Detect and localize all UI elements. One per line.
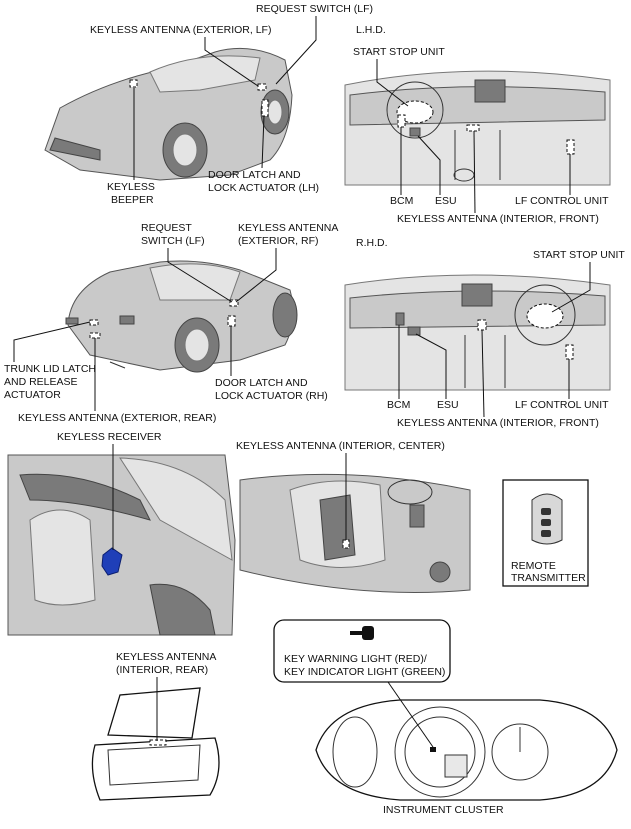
door-latch-lh-marker: [261, 99, 269, 117]
start-stop-unit-lhd-marker: [396, 100, 434, 124]
label-remote-transmitter-2: TRANSMITTER: [511, 572, 586, 584]
key-warning-callout-box: [273, 619, 451, 683]
label-trunk-lid-3: ACTUATOR: [4, 389, 61, 401]
label-keyless-antenna-ext-rf-2: (EXTERIOR, RF): [238, 235, 319, 247]
label-start-stop-unit-lhd: START STOP UNIT: [353, 46, 445, 58]
trunk-lid-latch-marker: [89, 319, 99, 326]
label-keyless-beeper-2: BEEPER: [111, 194, 154, 206]
exterior-antenna-lf-marker: [257, 83, 267, 91]
door-latch-rh-marker: [227, 315, 236, 327]
label-lf-control-unit-rhd: LF CONTROL UNIT: [515, 399, 609, 411]
fob-unlock-button: [541, 519, 551, 526]
keyless-receiver-highlight: [101, 547, 123, 576]
key-warning-icon: [362, 626, 374, 640]
interior-rear-antenna-marker: [149, 739, 167, 746]
bcm-rhd-marker: [395, 312, 405, 326]
label-trunk-lid-2: AND RELEASE: [4, 376, 78, 388]
lf-control-unit-rhd-marker: [565, 344, 574, 360]
car-rear-right-view: [65, 260, 298, 373]
label-bcm-rhd: BCM: [387, 399, 410, 411]
label-keyless-beeper-1: KEYLESS: [107, 181, 155, 193]
label-bcm-lhd: BCM: [390, 195, 413, 207]
label-door-latch-lh-1: DOOR LATCH AND: [208, 169, 301, 181]
interior-center-antenna-marker: [342, 539, 350, 549]
start-stop-unit-rhd-marker: [526, 303, 564, 329]
keyless-beeper-marker: [129, 79, 138, 88]
label-keyless-antenna-int-front-lhd: KEYLESS ANTENNA (INTERIOR, FRONT): [397, 213, 599, 225]
label-keyless-receiver: KEYLESS RECEIVER: [57, 431, 162, 443]
label-keyless-antenna-ext-lf: KEYLESS ANTENNA (EXTERIOR, LF): [90, 24, 271, 36]
cluster-key-warning-light: [430, 747, 436, 752]
label-keyless-antenna-int-front-rhd: KEYLESS ANTENNA (INTERIOR, FRONT): [397, 417, 599, 429]
label-key-warning-1: KEY WARNING LIGHT (RED)/: [284, 653, 427, 665]
label-esu-rhd: ESU: [437, 399, 459, 411]
label-keyless-antenna-ext-rf-1: KEYLESS ANTENNA: [238, 222, 338, 234]
interior-front-antenna-lhd-marker: [466, 124, 480, 132]
fob-lock-button: [541, 508, 551, 515]
label-lhd: L.H.D.: [356, 24, 386, 36]
interior-center-view: [239, 473, 471, 593]
label-request-switch-lf-top: REQUEST SWITCH (LF): [256, 3, 373, 15]
dashboard-lhd-view: [344, 70, 611, 186]
label-key-warning-2: KEY INDICATOR LIGHT (GREEN): [284, 666, 445, 678]
trunk-interior-view: [91, 687, 220, 801]
fob-trunk-button: [541, 530, 551, 537]
lf-control-unit-lhd-marker: [566, 139, 575, 155]
tachometer-display: [444, 754, 468, 778]
label-door-latch-lh-2: LOCK ACTUATOR (LH): [208, 182, 319, 194]
label-lf-control-unit-lhd: LF CONTROL UNIT: [515, 195, 609, 207]
label-trunk-lid-1: TRUNK LID LATCH: [4, 363, 96, 375]
exterior-antenna-rf-marker: [229, 299, 239, 307]
label-rhd: R.H.D.: [356, 237, 388, 249]
label-request-switch-lf-mid-2: SWITCH (LF): [141, 235, 205, 247]
label-keyless-antenna-int-rear-1: KEYLESS ANTENNA: [116, 651, 216, 663]
remote-transmitter-box: [502, 479, 589, 587]
label-esu-lhd: ESU: [435, 195, 457, 207]
label-instrument-cluster: INSTRUMENT CLUSTER: [383, 804, 504, 816]
bcm-lhd-marker: [397, 114, 406, 128]
rear-deck-receiver-view: [7, 454, 236, 636]
exterior-antenna-rear-marker: [89, 332, 101, 339]
label-door-latch-rh-1: DOOR LATCH AND: [215, 377, 308, 389]
instrument-cluster-drawing: [315, 699, 618, 801]
label-remote-transmitter-1: REMOTE: [511, 560, 556, 572]
esu-lhd-marker: [409, 127, 421, 137]
esu-rhd-marker: [407, 326, 421, 336]
label-door-latch-rh-2: LOCK ACTUATOR (RH): [215, 390, 328, 402]
label-keyless-antenna-int-center: KEYLESS ANTENNA (INTERIOR, CENTER): [236, 440, 445, 452]
interior-front-antenna-rhd-marker: [477, 319, 487, 331]
label-start-stop-unit-rhd: START STOP UNIT: [533, 249, 625, 261]
label-keyless-antenna-ext-rear: KEYLESS ANTENNA (EXTERIOR, REAR): [18, 412, 216, 424]
label-request-switch-lf-mid-1: REQUEST: [141, 222, 192, 234]
label-keyless-antenna-int-rear-2: (INTERIOR, REAR): [116, 664, 208, 676]
car-front-left-view: [44, 47, 293, 181]
dashboard-rhd-view: [344, 274, 611, 391]
